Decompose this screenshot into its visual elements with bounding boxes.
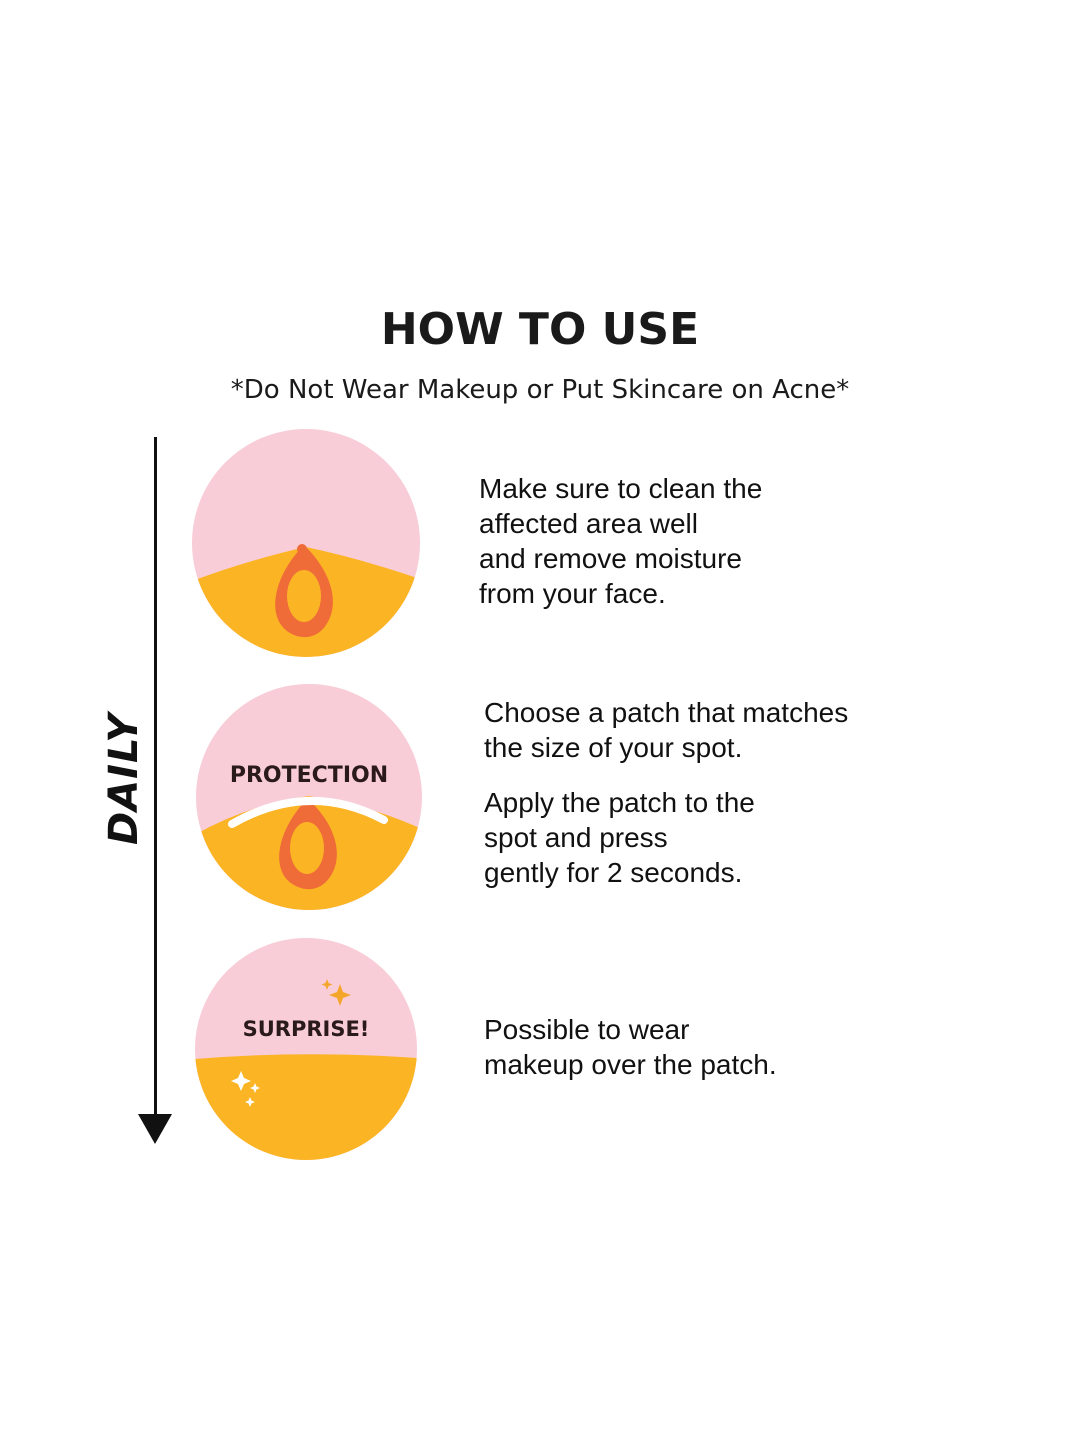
text-line: Make sure to clean the [479, 473, 763, 504]
text-line: gently for 2 seconds. [484, 857, 743, 888]
text-line: makeup over the patch. [484, 1049, 777, 1080]
step-1-paragraph-1: Make sure to clean the affected area wel… [479, 471, 999, 611]
text-line: affected area well [479, 508, 698, 539]
step-2-text: Choose a patch that matches the size of … [484, 695, 1044, 890]
step-2-paragraph-2: Apply the patch to the spot and press ge… [484, 785, 1044, 890]
sparkle-icon [231, 1071, 260, 1107]
sparkle-surprise-icon: SURPRISE! [195, 938, 417, 1160]
text-line: from your face. [479, 578, 666, 609]
pimple-icon [192, 429, 420, 657]
timeline-line [154, 437, 157, 1117]
text-line: Possible to wear [484, 1014, 690, 1045]
protection-badge: PROTECTION [230, 763, 388, 788]
sparkle-icon [321, 979, 351, 1006]
arrow-down-icon [138, 1114, 172, 1144]
page-subtitle: *Do Not Wear Makeup or Put Skincare on A… [230, 375, 850, 405]
page-title: HOW TO USE [380, 304, 700, 355]
text-line: Choose a patch that matches [484, 697, 849, 728]
patch-protection-icon: PROTECTION [196, 684, 422, 910]
step-2-paragraph-1: Choose a patch that matches the size of … [484, 695, 1044, 765]
text-line: the size of your spot. [484, 732, 743, 763]
step-1-text: Make sure to clean the affected area wel… [479, 471, 999, 611]
step-3-paragraph-1: Possible to wear makeup over the patch. [484, 1012, 1004, 1082]
text-line: and remove moisture [479, 543, 743, 574]
timeline-label: DAILY [101, 712, 147, 845]
text-line: spot and press [484, 822, 668, 853]
surprise-badge: SURPRISE! [243, 1017, 370, 1041]
text-line: Apply the patch to the [484, 787, 755, 818]
step-3-text: Possible to wear makeup over the patch. [484, 1012, 1004, 1082]
